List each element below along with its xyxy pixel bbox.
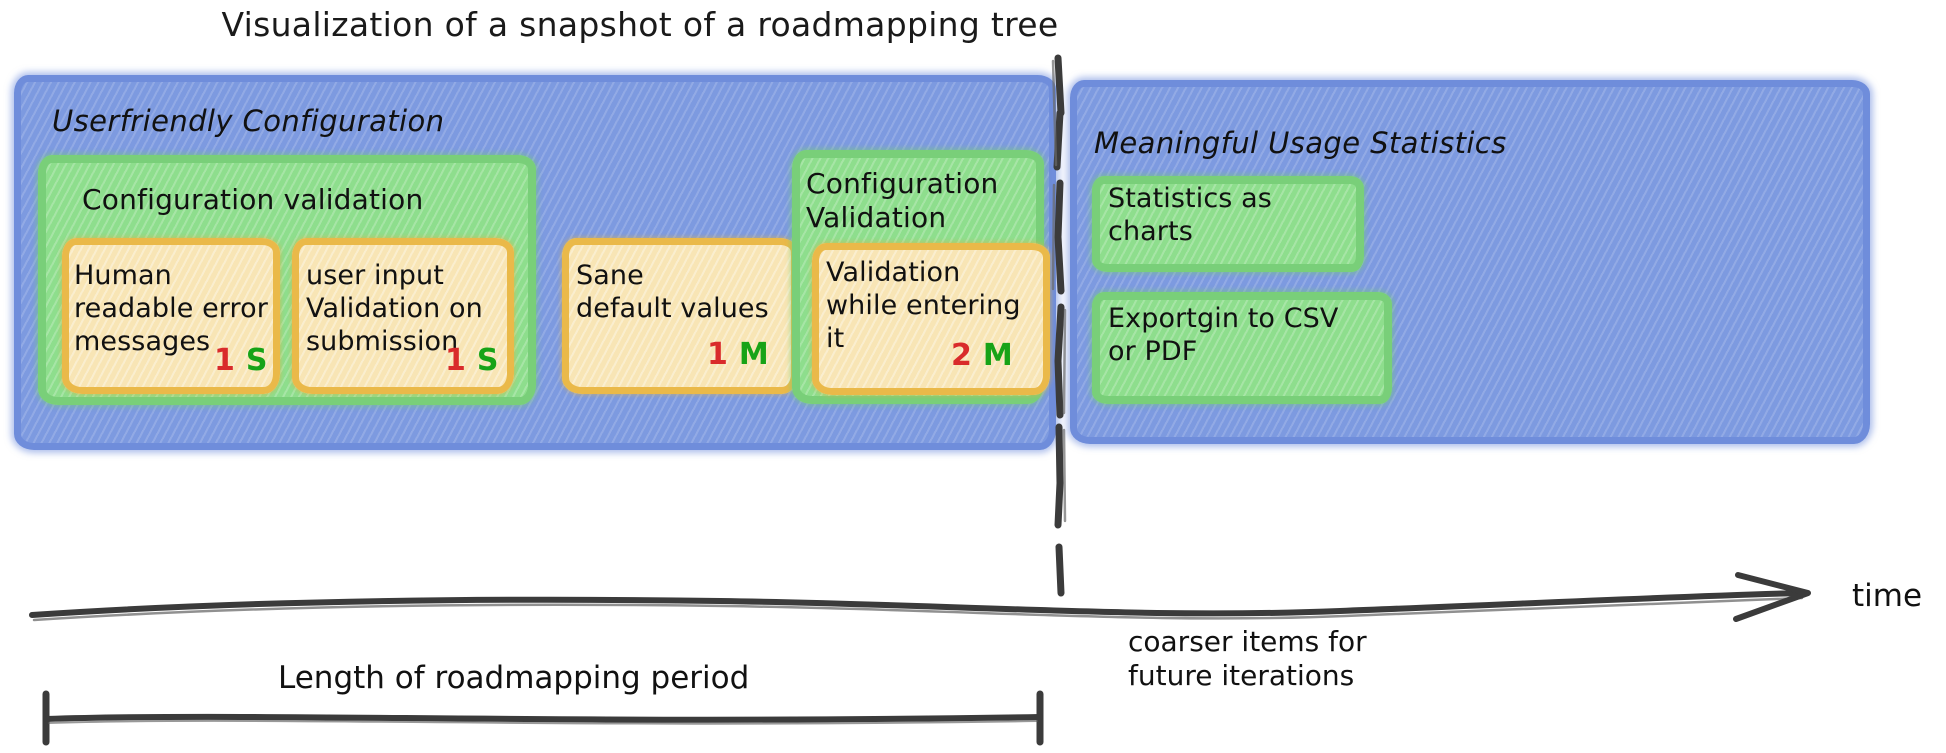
badge-number: 2 [951,338,972,373]
card-sane-default-values-text: Sane default values [576,260,769,324]
card-statistics-as-charts-text: Statistics as charts [1108,183,1272,247]
card-export-to-csv-or-pdf[interactable] [1092,292,1392,404]
card-user-input-validation-on-submission-text: user input Validation on submission [306,260,483,357]
time-axis-label: time [1852,578,1923,614]
card-validation-while-entering-it[interactable] [812,243,1050,395]
future-iterations-note: coarser items for future iterations [1128,625,1367,692]
card-statistics-as-charts[interactable] [1092,176,1364,272]
card-human-readable-error-messages[interactable] [62,238,280,394]
card-export-to-csv-or-pdf-text: Exportgin to CSV or PDF [1108,303,1339,367]
time-axis-arrow [29,572,1811,622]
card-sane-default-values[interactable] [562,238,798,394]
badge-number: 1 [214,343,235,378]
card-human-readable-error-messages-text: Human readable error messages [74,260,268,357]
badge-number: 1 [445,343,466,378]
page-title: Visualization of a snapshot of a roadmap… [221,5,1059,44]
badge-size: M [738,337,769,372]
panel-meaningful-usage-statistics-title: Meaningful Usage Statistics [1094,126,1507,160]
badge-number: 1 [707,337,728,372]
roadmapping-period-bracket [42,690,1044,746]
panel-userfriendly-configuration-title: Userfriendly Configuration [52,104,445,138]
roadmapping-period-label: Length of roadmapping period [278,660,750,696]
badge-size: S [476,343,499,378]
now-divider-line [1051,54,1067,597]
badge-size: M [982,338,1013,373]
group-configuration-validation-2-title: Configuration Validation [806,167,999,234]
card-user-input-validation-on-submission[interactable] [292,238,514,394]
badge-size: S [245,343,268,378]
card-validation-while-entering-it-text: Validation while entering it [826,257,1021,354]
group-configuration-validation-1-title: Configuration validation [82,183,424,216]
